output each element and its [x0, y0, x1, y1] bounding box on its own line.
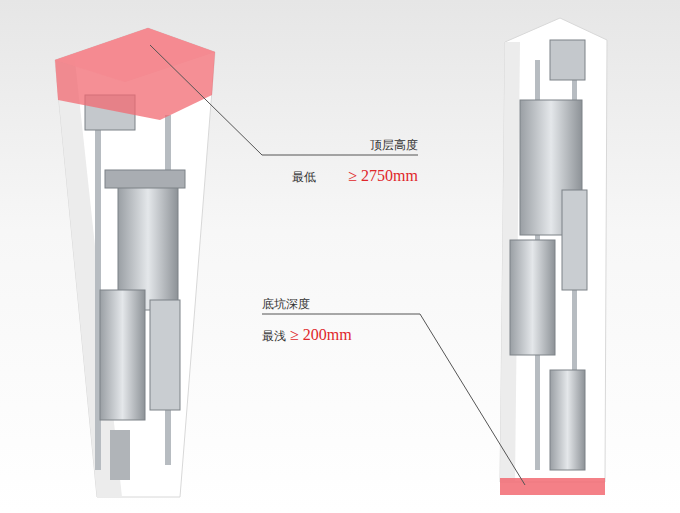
- buffer: [110, 430, 130, 480]
- pit-zone: [500, 478, 605, 495]
- dimension-value: ≥ 2750mm: [348, 166, 418, 185]
- shaft-wall: [500, 18, 607, 482]
- shaft-wall: [55, 28, 215, 497]
- dimension-title: 顶层高度: [370, 138, 418, 152]
- dimension-prefix: 最低: [292, 170, 316, 184]
- car-door: [100, 290, 145, 420]
- headroom-zone: [55, 28, 215, 120]
- machine: [105, 170, 185, 188]
- headroom-top: [55, 28, 215, 82]
- elevator-car: [85, 95, 185, 480]
- dimension-title: 底坑深度: [262, 297, 310, 311]
- dimension-prefix: 最浅: [262, 329, 286, 343]
- leader-line: [262, 155, 418, 156]
- car-door: [510, 240, 555, 355]
- leader-line: [150, 45, 262, 155]
- counterweight: [562, 190, 587, 290]
- counterweight: [150, 300, 180, 410]
- dimension-value: ≥ 200mm: [290, 325, 352, 344]
- elevator-car: [510, 40, 587, 470]
- car-frame: [550, 370, 585, 470]
- leader-line: [420, 314, 525, 485]
- machine: [550, 40, 585, 80]
- leader-line: [262, 314, 420, 315]
